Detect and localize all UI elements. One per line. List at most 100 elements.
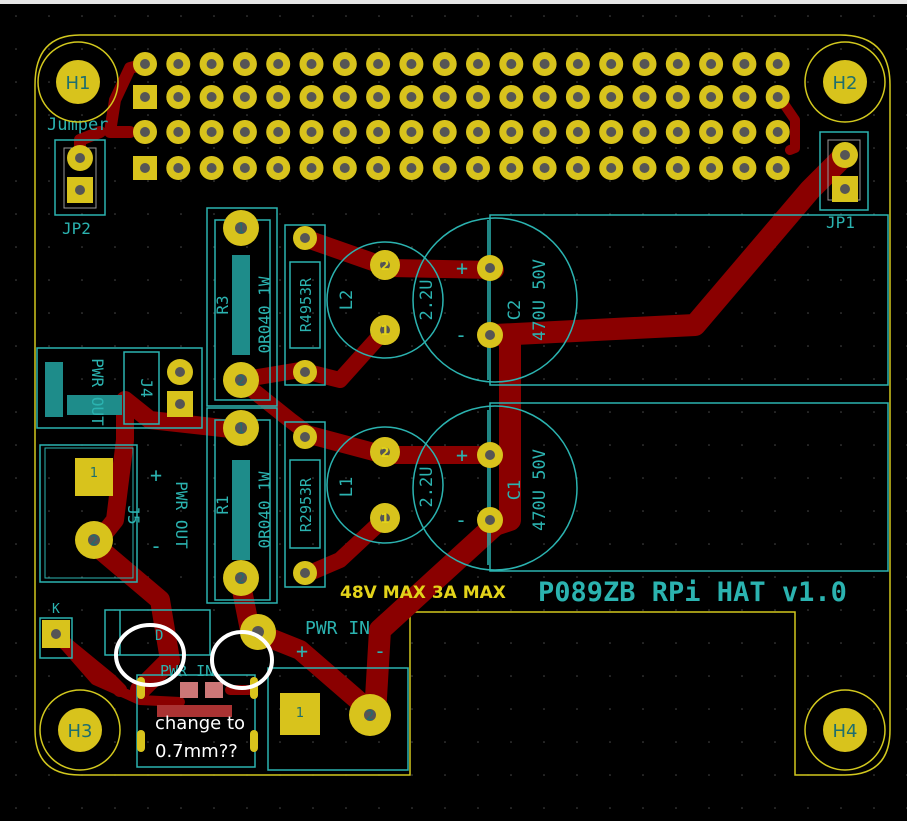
svg-text:H2: H2 xyxy=(833,73,858,94)
board-title: P089ZB RPi HAT v1.0 xyxy=(538,577,847,608)
svg-text:R3: R3 xyxy=(213,295,232,314)
annotation-circles xyxy=(114,623,274,690)
header-pin-hole xyxy=(406,127,417,137)
header-pin-hole xyxy=(239,127,250,137)
svg-text:470U 50V: 470U 50V xyxy=(530,259,550,341)
header-pin-hole xyxy=(339,163,350,173)
svg-text:H4: H4 xyxy=(833,721,858,742)
header-pin-hole xyxy=(473,163,483,173)
header-pin-hole xyxy=(206,163,217,173)
svg-text:JP2: JP2 xyxy=(62,219,91,238)
header-pin-hole xyxy=(539,92,550,102)
connector-pwr-in[interactable]: 1 2 + - PWR IN xyxy=(267,618,409,771)
header-pin-hole xyxy=(239,59,250,69)
header-pin-hole xyxy=(706,59,717,69)
svg-text:D: D xyxy=(155,628,163,644)
resistor-r4953r[interactable]: R4953R xyxy=(284,224,326,386)
header-pin-hole xyxy=(506,163,517,173)
svg-text:-: - xyxy=(150,534,162,558)
header-pin-hole xyxy=(706,163,717,173)
header-pin-hole xyxy=(473,59,483,69)
header-pin-hole xyxy=(406,59,417,69)
header-pin-hole xyxy=(639,163,650,173)
connector-j5[interactable]: 1 2 J5 + - PWR OUT xyxy=(39,444,191,583)
header-pin-hole xyxy=(772,163,783,173)
header-pin-hole xyxy=(639,92,650,102)
connector-j4[interactable]: J4 PWR OUT xyxy=(36,347,203,429)
small-pwr-in-footprint[interactable]: PWR IN xyxy=(136,662,258,768)
jumper-jp1[interactable]: JP1 xyxy=(819,131,869,232)
resistor-r3[interactable]: 1 2 R3 0R040 1W xyxy=(206,207,278,407)
jumper-jp2[interactable]: JP2 xyxy=(54,139,106,238)
header-pin-hole xyxy=(439,59,450,69)
resistor-r1[interactable]: 1 2 R1 0R040 1W xyxy=(206,407,278,604)
inductor-l2[interactable]: 2 1 L2 2.2U xyxy=(326,241,444,359)
header-pin-hole xyxy=(706,92,717,102)
capacitor-bodies xyxy=(489,214,889,572)
header-pin-hole xyxy=(639,59,650,69)
mounting-hole-h3[interactable]: H3 xyxy=(39,689,121,771)
header-pin-hole xyxy=(606,163,617,173)
header-pin-hole xyxy=(239,163,250,173)
header-pin-hole xyxy=(306,92,317,102)
svg-text:1: 1 xyxy=(237,422,245,437)
capacitor-c2[interactable]: + - C2 470U 50V xyxy=(412,217,578,383)
header-pin-hole xyxy=(206,59,217,69)
header-pin-hole xyxy=(373,163,384,173)
header-pin-hole xyxy=(606,59,617,69)
annotation-line1: change to xyxy=(155,713,245,734)
header-pin-hole xyxy=(539,163,550,173)
svg-text:-: - xyxy=(455,323,467,347)
header-pin-hole xyxy=(206,92,217,102)
header-pin-hole xyxy=(206,127,217,137)
svg-text:+: + xyxy=(150,463,162,487)
svg-text:J4: J4 xyxy=(137,378,156,397)
header-pin-hole xyxy=(406,163,417,173)
header-pin-hole xyxy=(173,163,184,173)
svg-text:2: 2 xyxy=(90,534,98,549)
svg-text:+: + xyxy=(296,639,308,663)
svg-text:2: 2 xyxy=(380,446,389,461)
header-pin-hole xyxy=(473,127,483,137)
mounting-hole-h2[interactable]: H2 xyxy=(804,41,886,123)
svg-text:L1: L1 xyxy=(337,477,357,497)
header-pin-hole xyxy=(772,127,783,137)
svg-text:+: + xyxy=(456,443,468,467)
annotation-line2: 0.7mm?? xyxy=(155,741,238,762)
mounting-hole-h1[interactable]: H1 xyxy=(37,41,119,123)
header-pin-hole xyxy=(140,163,150,173)
header-pin-hole xyxy=(539,127,550,137)
svg-text:1: 1 xyxy=(296,706,304,721)
header-pin-hole xyxy=(173,92,184,102)
svg-text:PWR IN: PWR IN xyxy=(305,618,370,639)
svg-text:2: 2 xyxy=(380,259,389,274)
board-outline xyxy=(34,34,891,776)
svg-text:J5: J5 xyxy=(124,505,143,524)
header-pin-hole xyxy=(273,127,284,137)
svg-text:R2953R: R2953R xyxy=(297,477,315,532)
header-pin-hole xyxy=(606,127,617,137)
svg-text:R1: R1 xyxy=(213,495,232,514)
header-pin-hole xyxy=(273,163,284,173)
diode-d[interactable]: K D xyxy=(39,602,276,659)
header-pin-hole xyxy=(572,59,583,69)
header-pin-hole xyxy=(140,92,150,102)
inductor-l1[interactable]: 2 1 L1 2.2U xyxy=(326,426,444,544)
header-pin-hole xyxy=(473,92,483,102)
header-pin-hole xyxy=(140,59,150,69)
svg-text:2.2U: 2.2U xyxy=(417,280,437,321)
header-pin-hole xyxy=(506,92,517,102)
header-pin-hole xyxy=(439,127,450,137)
svg-text:470U 50V: 470U 50V xyxy=(530,449,550,531)
svg-text:1: 1 xyxy=(237,222,245,237)
resistor-r2953r[interactable]: R2953R xyxy=(284,421,326,588)
header-pin-hole xyxy=(306,163,317,173)
board-rating: 48V MAX 3A MAX xyxy=(340,583,506,603)
header-pin-hole xyxy=(439,163,450,173)
header-pin-hole xyxy=(539,59,550,69)
header-pin-hole xyxy=(672,127,683,137)
capacitor-c1[interactable]: + - C1 470U 50V xyxy=(412,405,578,571)
header-pin-hole xyxy=(706,127,717,137)
mounting-hole-h4[interactable]: H4 xyxy=(804,689,886,771)
